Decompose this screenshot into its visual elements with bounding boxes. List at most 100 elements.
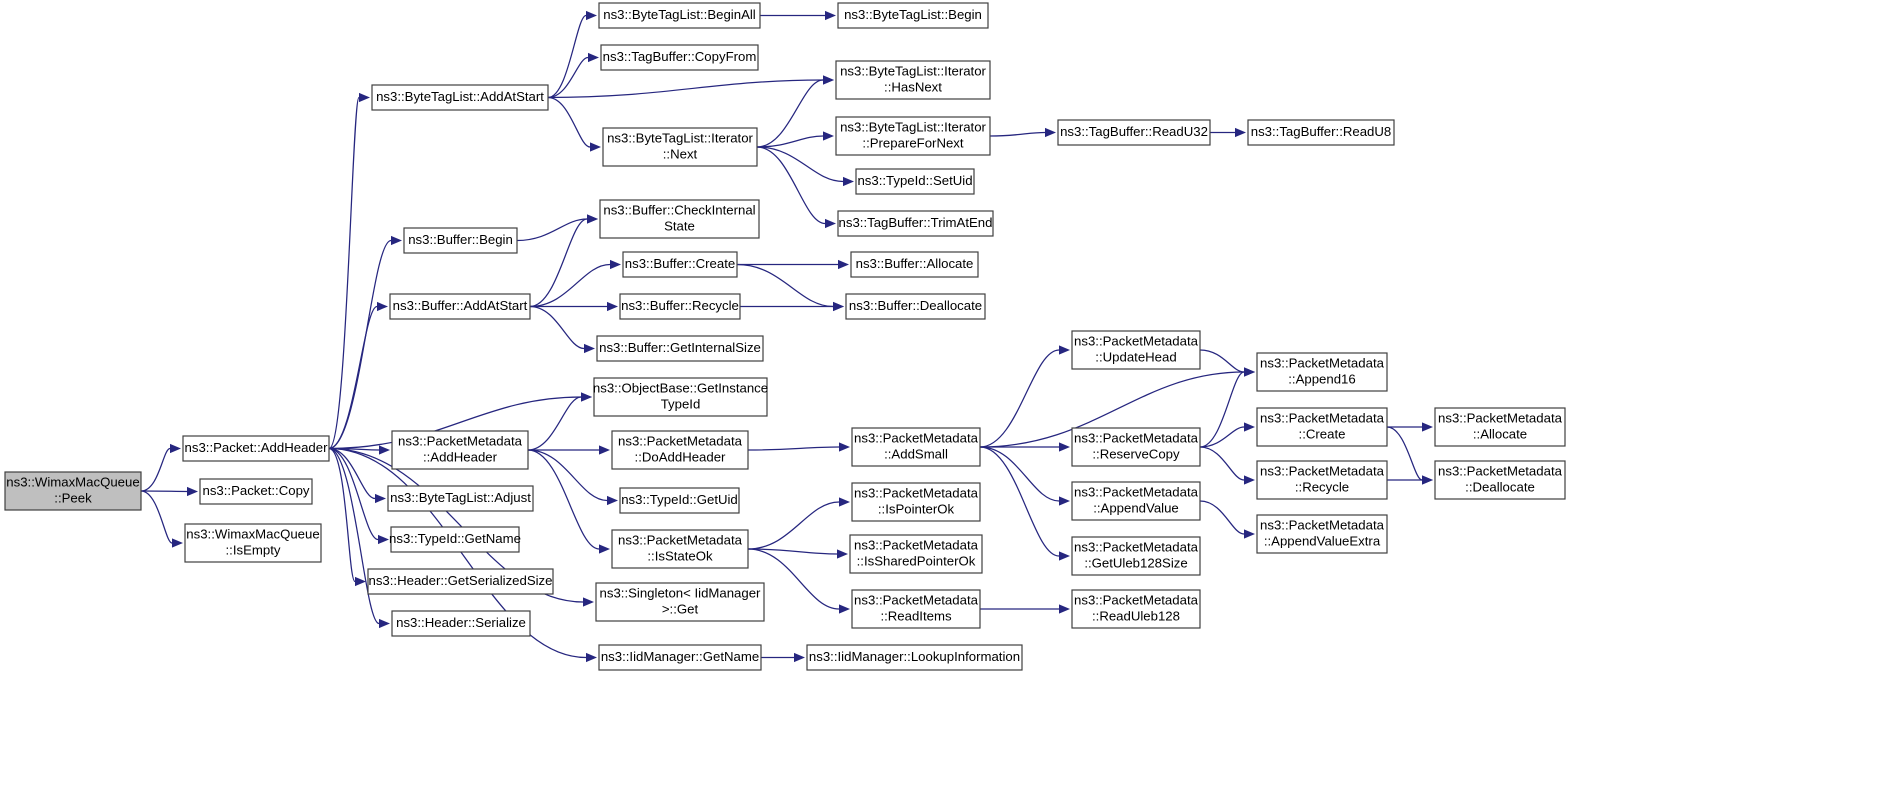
node-box[interactable] — [849, 534, 983, 574]
node-box[interactable] — [1247, 119, 1395, 146]
node-box[interactable] — [855, 168, 975, 195]
node-box[interactable] — [851, 589, 981, 629]
graph-node-iid_getname[interactable]: ns3::IidManager::GetNamens3::IidManager:… — [598, 644, 762, 671]
node-box[interactable] — [1057, 119, 1211, 146]
node-box[interactable] — [602, 127, 758, 167]
graph-node-buf_allocate[interactable]: ns3::Buffer::Allocatens3::Buffer::Alloca… — [850, 251, 979, 278]
node-box[interactable] — [851, 427, 981, 467]
node-box[interactable] — [1434, 407, 1566, 447]
node-box[interactable] — [391, 430, 529, 470]
node-box[interactable] — [367, 568, 554, 595]
node-box[interactable] — [182, 435, 330, 462]
graph-node-peek[interactable]: ns3::WimaxMacQueue::Peekns3::WimaxMacQue… — [4, 471, 142, 511]
graph-node-iid_lookup[interactable]: ns3::IidManager::LookupInformationns3::I… — [806, 644, 1023, 671]
node-box[interactable] — [611, 430, 749, 470]
node-box[interactable] — [1071, 589, 1201, 629]
node-box[interactable] — [598, 644, 762, 671]
node-box[interactable] — [850, 251, 979, 278]
node-box[interactable] — [371, 84, 549, 111]
graph-node-btl_it_next[interactable]: ns3::ByteTagList::Iterator::Nextns3::Byt… — [602, 127, 758, 167]
node-box[interactable] — [599, 199, 760, 239]
graph-node-btl_it_prepare[interactable]: ns3::ByteTagList::Iterator::PrepareForNe… — [835, 116, 991, 156]
node-box[interactable] — [835, 116, 991, 156]
graph-node-pm_getuleb128[interactable]: ns3::PacketMetadata::GetUleb128Sizens3::… — [1071, 536, 1201, 576]
graph-node-pm_ispointerok[interactable]: ns3::PacketMetadata::IsPointerOkns3::Pac… — [851, 482, 981, 522]
node-box[interactable] — [1434, 460, 1566, 500]
graph-node-pm_issharedptr[interactable]: ns3::PacketMetadata::IsSharedPointerOkns… — [849, 534, 983, 574]
graph-node-pm_readitems[interactable]: ns3::PacketMetadata::ReadItemsns3::Packe… — [851, 589, 981, 629]
graph-node-pm_updatehead[interactable]: ns3::PacketMetadata::UpdateHeadns3::Pack… — [1071, 330, 1201, 370]
node-box[interactable] — [835, 60, 991, 100]
node-box[interactable] — [837, 210, 994, 237]
node-box[interactable] — [596, 335, 764, 362]
graph-node-pm_appendvx[interactable]: ns3::PacketMetadata::AppendValueExtrans3… — [1256, 514, 1388, 554]
graph-node-pm_isstateok[interactable]: ns3::PacketMetadata::IsStateOkns3::Packe… — [611, 529, 749, 569]
node-box[interactable] — [1256, 460, 1388, 500]
node-box[interactable] — [600, 44, 759, 71]
graph-node-pm_create[interactable]: ns3::PacketMetadata::Createns3::PacketMe… — [1256, 407, 1388, 447]
node-box[interactable] — [403, 227, 518, 254]
graph-node-pm_appendvalue[interactable]: ns3::PacketMetadata::AppendValuens3::Pac… — [1071, 481, 1201, 521]
graph-node-pkt_addheader[interactable]: ns3::Packet::AddHeaderns3::Packet::AddHe… — [182, 435, 330, 462]
node-box[interactable] — [619, 487, 740, 514]
graph-node-pm_deallocate[interactable]: ns3::PacketMetadata::Deallocatens3::Pack… — [1434, 460, 1566, 500]
node-box[interactable] — [184, 523, 322, 563]
node-box[interactable] — [1071, 536, 1201, 576]
node-box[interactable] — [387, 485, 534, 512]
node-box[interactable] — [593, 377, 768, 417]
graph-node-tb_copyfrom[interactable]: ns3::TagBuffer::CopyFromns3::TagBuffer::… — [600, 44, 759, 71]
node-box[interactable] — [199, 478, 313, 505]
graph-node-btl_begin[interactable]: ns3::ByteTagList::Beginns3::ByteTagList:… — [837, 2, 989, 29]
graph-node-pm_doaddheader[interactable]: ns3::PacketMetadata::DoAddHeaderns3::Pac… — [611, 430, 749, 470]
graph-node-pm_append16[interactable]: ns3::PacketMetadata::Append16ns3::Packet… — [1256, 352, 1388, 392]
graph-node-ob_getinsttid[interactable]: ns3::ObjectBase::GetInstanceTypeIdns3::O… — [593, 377, 768, 417]
node-box[interactable] — [837, 2, 989, 29]
graph-node-tb_trimatend[interactable]: ns3::TagBuffer::TrimAtEndns3::TagBuffer:… — [837, 210, 994, 237]
graph-node-hdr_getsersize[interactable]: ns3::Header::GetSerializedSizens3::Heade… — [367, 568, 554, 595]
graph-node-btl_addatstart[interactable]: ns3::ByteTagList::AddAtStartns3::ByteTag… — [371, 84, 549, 111]
node-box[interactable] — [4, 471, 142, 511]
node-box[interactable] — [389, 293, 531, 320]
graph-node-pm_addheader[interactable]: ns3::PacketMetadata::AddHeaderns3::Packe… — [391, 430, 529, 470]
node-box[interactable] — [845, 293, 986, 320]
node-box[interactable] — [611, 529, 749, 569]
graph-node-pm_recycle[interactable]: ns3::PacketMetadata::Recyclens3::PacketM… — [1256, 460, 1388, 500]
graph-node-singleton_get[interactable]: ns3::Singleton< IidManager>::Getns3::Sin… — [595, 582, 765, 622]
graph-node-pm_allocate[interactable]: ns3::PacketMetadata::Allocatens3::Packet… — [1434, 407, 1566, 447]
graph-node-wmq_isempty[interactable]: ns3::WimaxMacQueue::IsEmptyns3::WimaxMac… — [184, 523, 322, 563]
graph-node-buf_getintsize[interactable]: ns3::Buffer::GetInternalSizens3::Buffer:… — [596, 335, 764, 362]
graph-node-pm_readuleb128[interactable]: ns3::PacketMetadata::ReadUleb128ns3::Pac… — [1071, 589, 1201, 629]
graph-node-btl_it_hasnext[interactable]: ns3::ByteTagList::Iterator::HasNextns3::… — [835, 60, 991, 100]
graph-node-buf_dealloc[interactable]: ns3::Buffer::Deallocatens3::Buffer::Deal… — [845, 293, 986, 320]
node-box[interactable] — [1071, 481, 1201, 521]
node-box[interactable] — [1256, 407, 1388, 447]
graph-node-tb_readu8[interactable]: ns3::TagBuffer::ReadU8ns3::TagBuffer::Re… — [1247, 119, 1395, 146]
graph-node-pm_addsmall[interactable]: ns3::PacketMetadata::AddSmallns3::Packet… — [851, 427, 981, 467]
node-box[interactable] — [1256, 352, 1388, 392]
node-box[interactable] — [598, 2, 761, 29]
node-box[interactable] — [391, 610, 531, 637]
graph-node-tb_readu32[interactable]: ns3::TagBuffer::ReadU32ns3::TagBuffer::R… — [1057, 119, 1211, 146]
node-box[interactable] — [1256, 514, 1388, 554]
node-box[interactable] — [1071, 427, 1201, 467]
graph-node-buf_addatstart[interactable]: ns3::Buffer::AddAtStartns3::Buffer::AddA… — [389, 293, 531, 320]
node-box[interactable] — [390, 526, 520, 553]
graph-node-buf_checkstate[interactable]: ns3::Buffer::CheckInternalStatens3::Buff… — [599, 199, 760, 239]
graph-node-hdr_serialize[interactable]: ns3::Header::Serializens3::Header::Seria… — [391, 610, 531, 637]
node-box[interactable] — [622, 251, 738, 278]
node-box[interactable] — [619, 293, 741, 320]
graph-node-btl_beginall[interactable]: ns3::ByteTagList::BeginAllns3::ByteTagLi… — [598, 2, 761, 29]
graph-node-pm_reservecopy[interactable]: ns3::PacketMetadata::ReserveCopyns3::Pac… — [1071, 427, 1201, 467]
node-box[interactable] — [806, 644, 1023, 671]
node-box[interactable] — [595, 582, 765, 622]
node-box[interactable] — [851, 482, 981, 522]
graph-node-btl_adjust[interactable]: ns3::ByteTagList::Adjustns3::ByteTagList… — [387, 485, 534, 512]
node-box[interactable] — [1071, 330, 1201, 370]
